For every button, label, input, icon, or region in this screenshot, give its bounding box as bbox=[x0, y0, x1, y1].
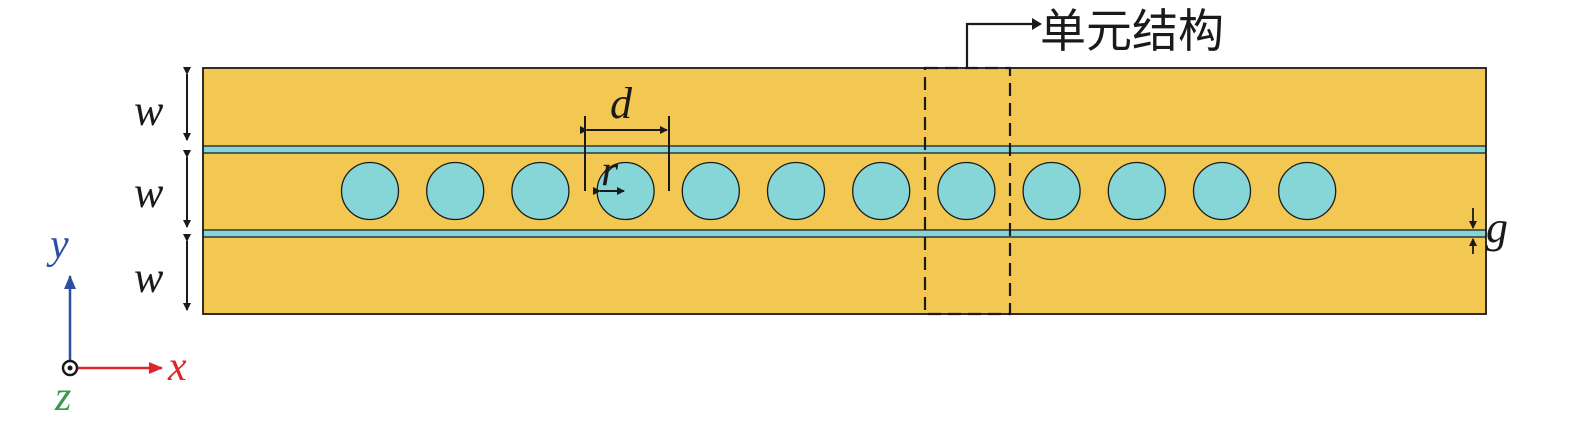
hole-7 bbox=[852, 161, 911, 221]
d-label: d bbox=[610, 79, 633, 128]
z-axis-label: z bbox=[54, 374, 71, 420]
r-label: r bbox=[601, 146, 619, 195]
hole-9 bbox=[1022, 161, 1081, 221]
x-axis-label: x bbox=[167, 344, 187, 390]
metal-strip-middle bbox=[203, 153, 1486, 230]
hole-5 bbox=[681, 161, 740, 221]
unit-cell-pointer bbox=[965, 22, 1036, 68]
w-top-label: w bbox=[134, 86, 164, 135]
hole-8 bbox=[937, 161, 996, 221]
slot-top bbox=[203, 146, 1486, 153]
hole-2 bbox=[426, 161, 485, 221]
hole-12 bbox=[1278, 161, 1337, 221]
hole-array bbox=[340, 161, 1337, 221]
metal-strip-top bbox=[203, 68, 1486, 146]
z-axis-marker-dot bbox=[67, 365, 73, 371]
w-bottom-label: w bbox=[134, 253, 164, 302]
g-label: g bbox=[1486, 203, 1508, 252]
slot-bottom bbox=[203, 230, 1486, 237]
y-axis-label: y bbox=[46, 222, 69, 268]
hole-6 bbox=[766, 161, 826, 221]
w-middle-label: w bbox=[134, 168, 164, 217]
hole-3 bbox=[511, 161, 570, 221]
metal-strip-bottom bbox=[203, 237, 1486, 314]
unit-cell-label: 单元结构 bbox=[1040, 4, 1224, 58]
unit-cell-pointer-arrowhead bbox=[1032, 18, 1042, 30]
hole-10 bbox=[1107, 161, 1166, 221]
board-outline bbox=[202, 67, 1487, 315]
hole-1 bbox=[340, 161, 400, 221]
hole-11 bbox=[1192, 161, 1252, 221]
